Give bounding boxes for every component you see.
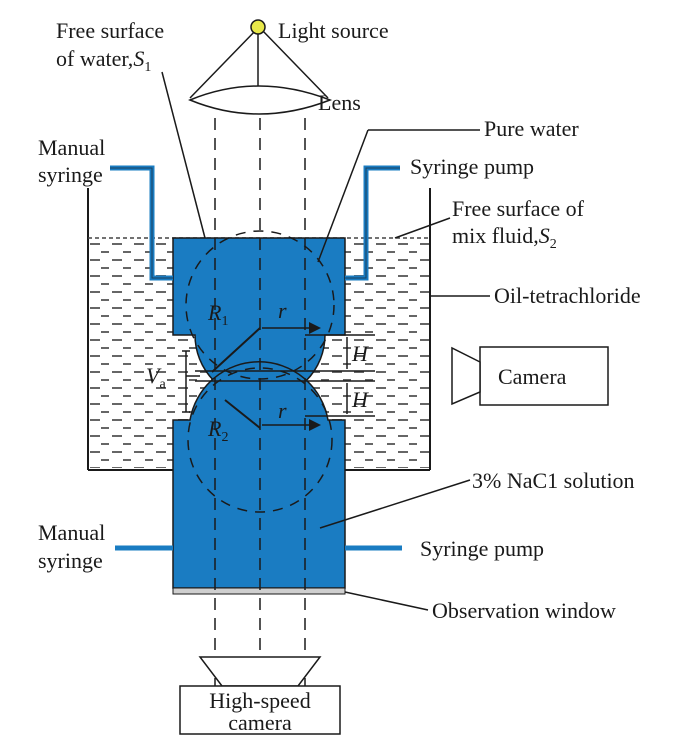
- high-speed-camera-body: [179, 685, 341, 735]
- label-r-upper: r: [278, 298, 287, 323]
- label-free-surface-mix-2: mix fluid,S2: [452, 223, 557, 252]
- label-manual-syringe-top-2: syringe: [38, 162, 103, 187]
- label-h-upper: H: [351, 341, 369, 366]
- label-h-lower: H: [351, 387, 369, 412]
- label-syringe-pump-bottom: Syringe pump: [420, 536, 544, 561]
- label-free-surface-mix-1: Free surface of: [452, 196, 585, 221]
- pointer-free-surface-mix: [394, 217, 451, 239]
- label-r1: R1: [207, 300, 228, 329]
- pointer-free-surface-water: [161, 71, 206, 239]
- camera-lens-icon: [451, 346, 481, 406]
- label-manual-syringe-bottom-1: Manual: [38, 520, 105, 545]
- high-speed-camera-lens-icon: [198, 656, 322, 687]
- label-free-surface-water-1: Free surface: [56, 18, 164, 43]
- lens-icon: [188, 85, 333, 115]
- label-observation-window: Observation window: [432, 598, 616, 623]
- label-high-speed-camera-2: camera: [228, 710, 292, 735]
- radius-line-r2: [224, 399, 261, 429]
- label-pure-water: Pure water: [484, 116, 579, 141]
- lower-water-vessel: [172, 361, 346, 589]
- label-syringe-pump-top: Syringe pump: [410, 154, 534, 179]
- label-va: Va: [146, 363, 166, 392]
- radius-line-r1: [211, 327, 261, 373]
- label-camera: Camera: [498, 364, 567, 389]
- observation-window: [172, 587, 346, 595]
- label-free-surface-water-2: of water,S1: [56, 46, 151, 75]
- label-high-speed-camera-1: High-speed: [209, 688, 310, 713]
- label-r2: R2: [207, 416, 228, 445]
- label-manual-syringe-top-1: Manual: [38, 135, 105, 160]
- label-nacl-solution: 3% NaC1 solution: [472, 468, 635, 493]
- label-lens: Lens: [318, 90, 361, 115]
- light-source-icon: [250, 19, 266, 35]
- pointer-nacl: [319, 479, 471, 529]
- camera-body: [479, 346, 609, 406]
- label-r-lower: r: [278, 398, 287, 423]
- label-light-source: Light source: [278, 18, 389, 43]
- label-manual-syringe-bottom-2: syringe: [38, 548, 103, 573]
- pointer-observation-window: [344, 591, 429, 611]
- label-oil-tetrachloride: Oil-tetrachloride: [494, 283, 641, 308]
- lower-droplet-circle: [187, 367, 333, 513]
